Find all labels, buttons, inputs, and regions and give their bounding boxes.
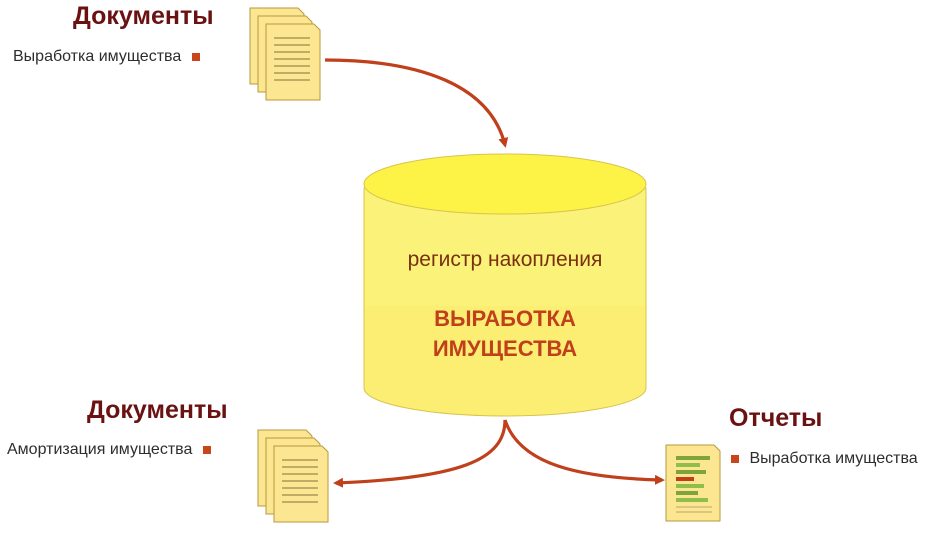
register-title-line2: ИМУЩЕСТВА	[432, 336, 578, 361]
report-icon	[665, 444, 721, 522]
register-title-line1: ВЫРАБОТКА	[434, 306, 576, 331]
document-stack-icon	[257, 429, 329, 523]
document-item-label: Амортизация имущества	[7, 441, 193, 458]
document-stack-icon	[249, 7, 321, 101]
register-type-label: регистр накопления	[407, 248, 603, 271]
arrow-register-to-report	[503, 419, 665, 485]
documents-heading: Документы	[73, 2, 214, 30]
bullet-icon	[202, 446, 211, 454]
document-item-label: Выработка имущества	[13, 48, 182, 65]
document-list-item: Выработка имущества	[13, 48, 200, 66]
report-item-label: Выработка имущества	[749, 450, 918, 467]
bullet-icon	[731, 455, 739, 463]
document-list-item: Амортизация имущества	[7, 441, 211, 459]
arrow-documents-to-register	[324, 58, 509, 148]
bullet-icon	[191, 53, 200, 61]
documents-heading: Документы	[87, 396, 228, 424]
register-cylinder	[363, 153, 647, 417]
report-list-item: Выработка имущества	[731, 450, 918, 468]
reports-heading: Отчеты	[729, 404, 823, 432]
arrow-register-to-depreciation	[333, 419, 507, 488]
